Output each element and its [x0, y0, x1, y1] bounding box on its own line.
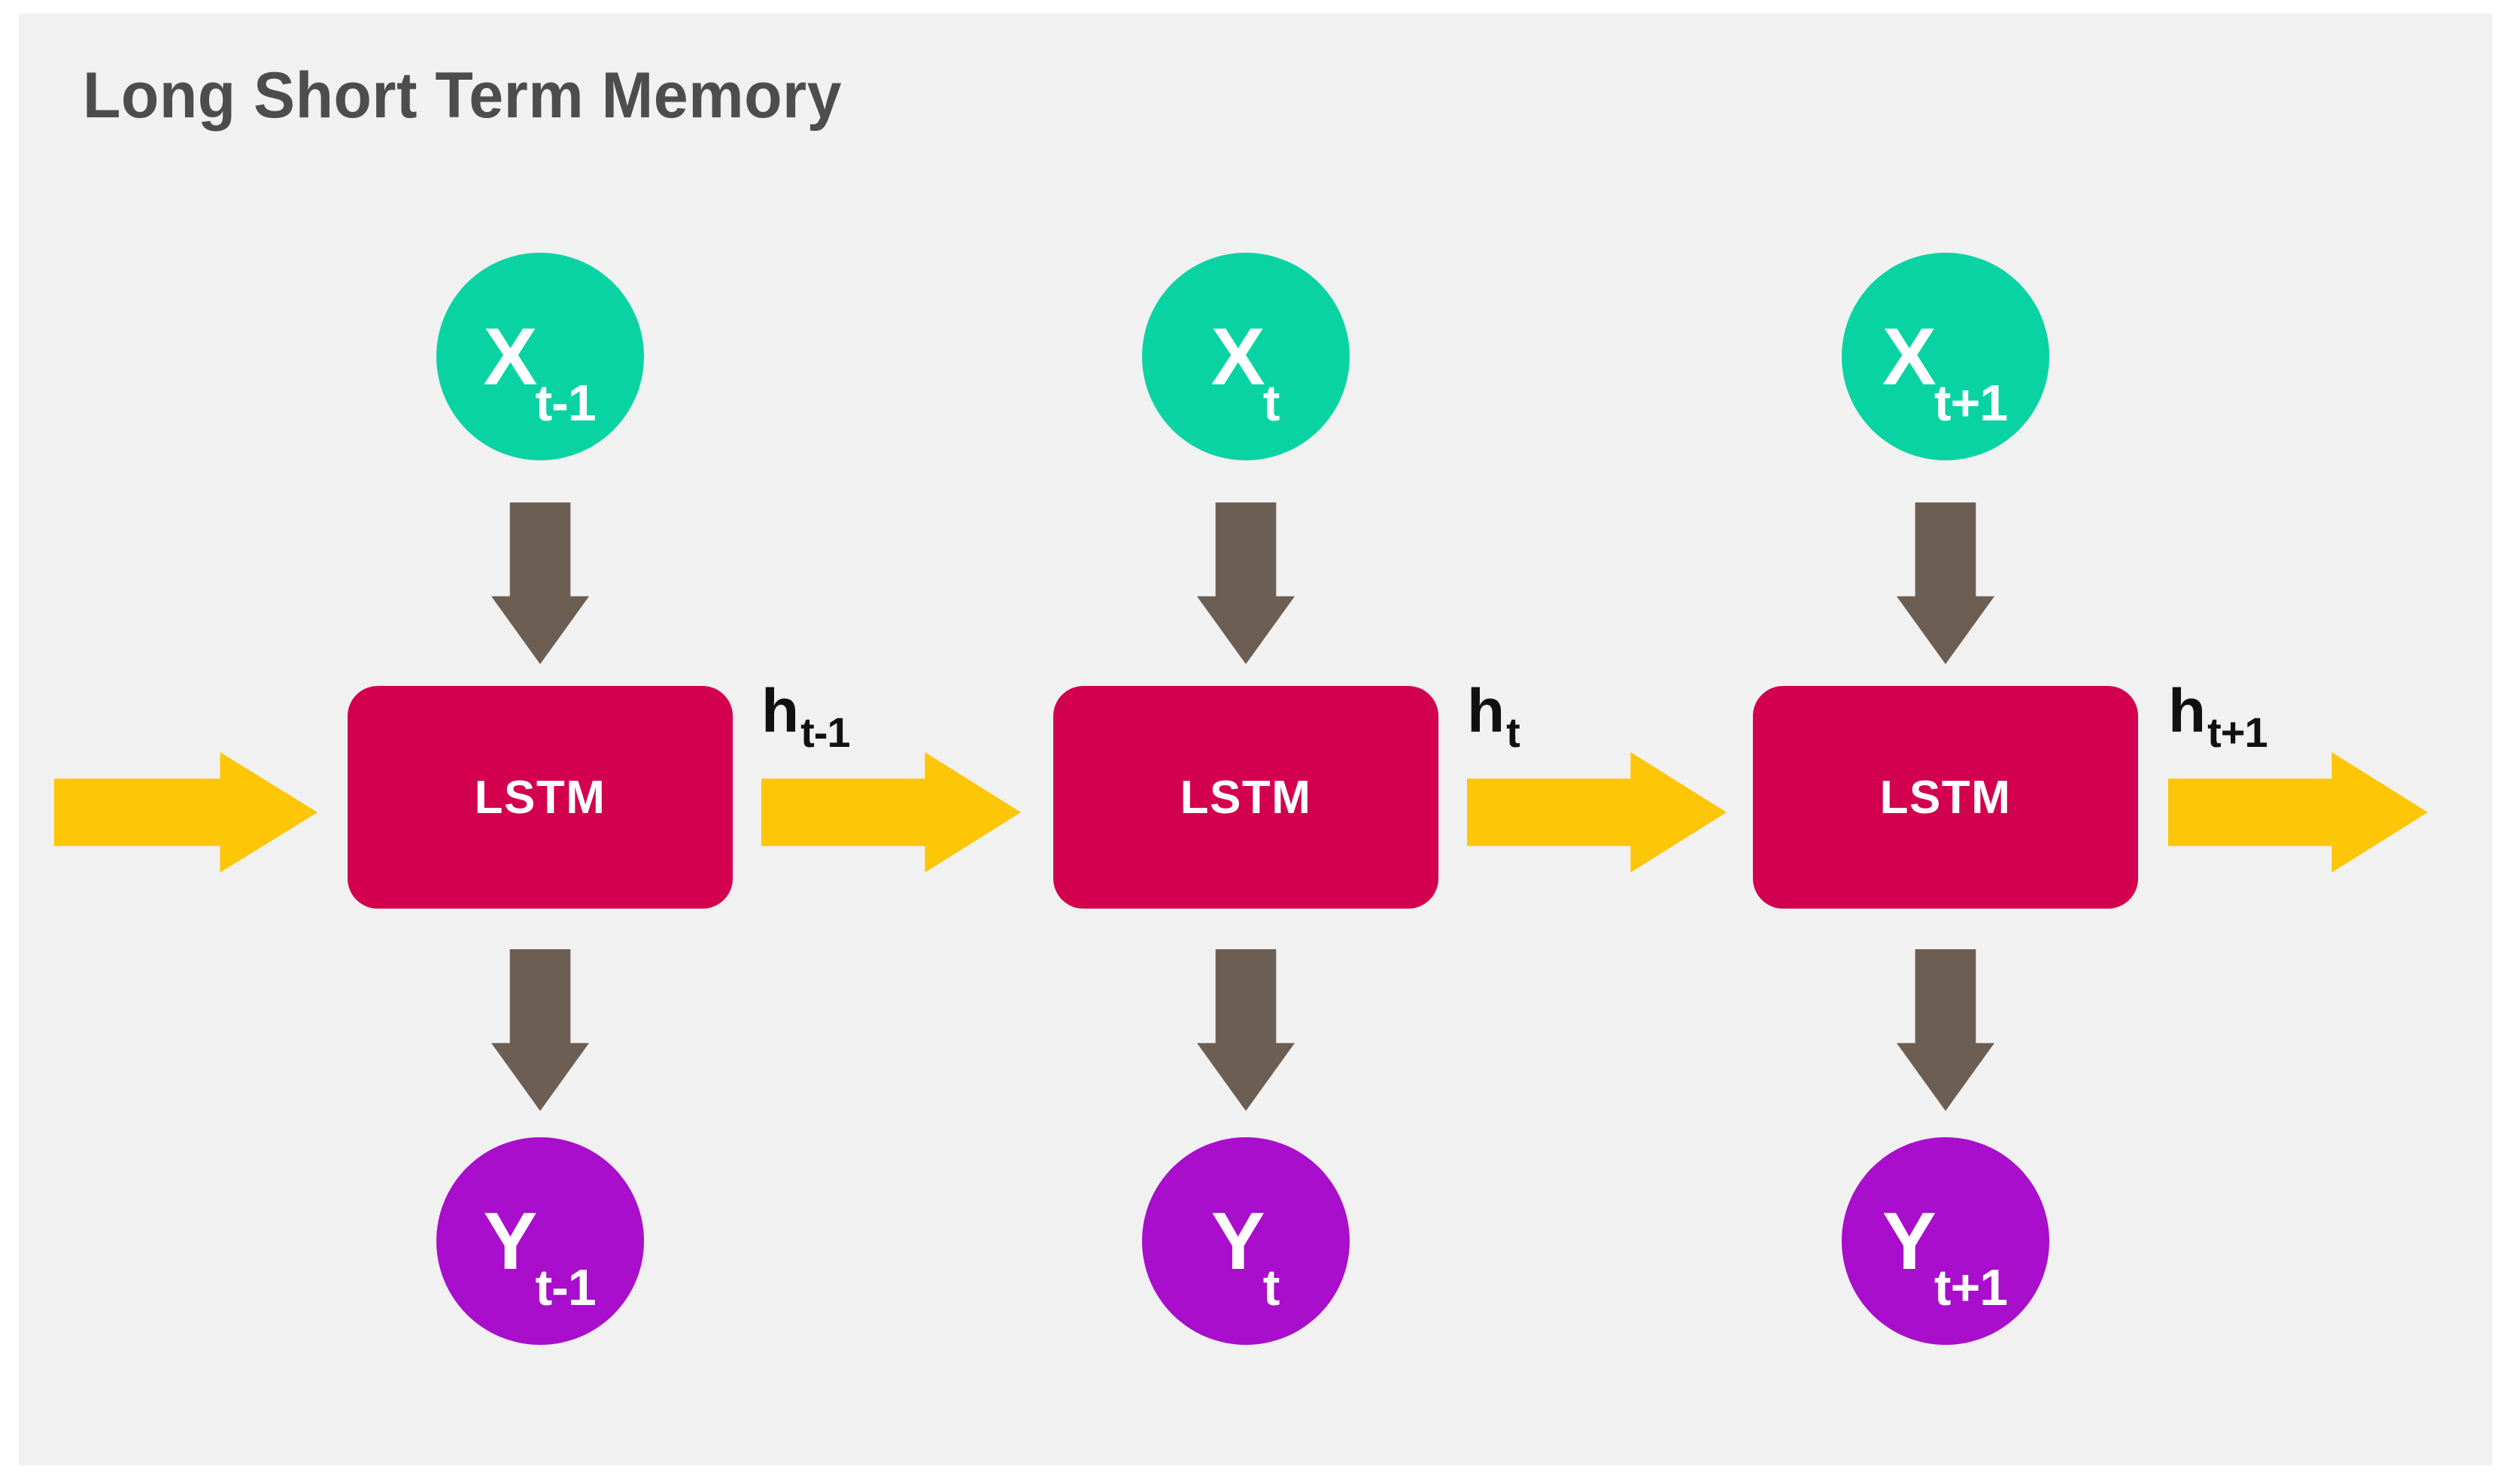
output-node-3-subscript: t+1 [1933, 1259, 2008, 1316]
state-label-3-base: h [2168, 677, 2207, 745]
page-title: Long Short Term Memory [83, 59, 842, 132]
input-node-3-subscript: t+1 [1933, 375, 2008, 432]
state-label-2-subscript: t [1506, 709, 1520, 756]
lstm-cell-1: LSTM [348, 686, 733, 909]
state-label-2: ht [1467, 681, 1520, 754]
lstm-cell-2: LSTM [1053, 686, 1438, 909]
state-label-1: ht-1 [761, 681, 851, 754]
output-node-3-base: Y [1882, 1195, 1936, 1286]
lstm-cell-3-label: LSTM [1879, 771, 2012, 824]
state-label-1-subscript: t-1 [800, 709, 850, 756]
state-label-1-base: h [761, 677, 800, 745]
state-label-3: ht+1 [2168, 681, 2268, 754]
output-node-2-subscript: t [1262, 1259, 1280, 1316]
input-node-3-base: X [1882, 311, 1936, 402]
input-node-2-base: X [1210, 311, 1265, 402]
lstm-cell-3: LSTM [1753, 686, 2138, 909]
state-label-2-base: h [1467, 677, 1505, 745]
output-node-2-base: Y [1210, 1195, 1265, 1286]
input-node-1-base: X [483, 311, 537, 402]
input-node-2-subscript: t [1262, 375, 1280, 432]
output-node-1-subscript: t-1 [535, 1259, 596, 1316]
input-node-1-subscript: t-1 [535, 375, 596, 432]
lstm-cell-1-label: LSTM [474, 771, 606, 824]
output-node-1-base: Y [483, 1195, 537, 1286]
lstm-cell-2-label: LSTM [1180, 771, 1312, 824]
state-label-3-subscript: t+1 [2207, 709, 2267, 756]
